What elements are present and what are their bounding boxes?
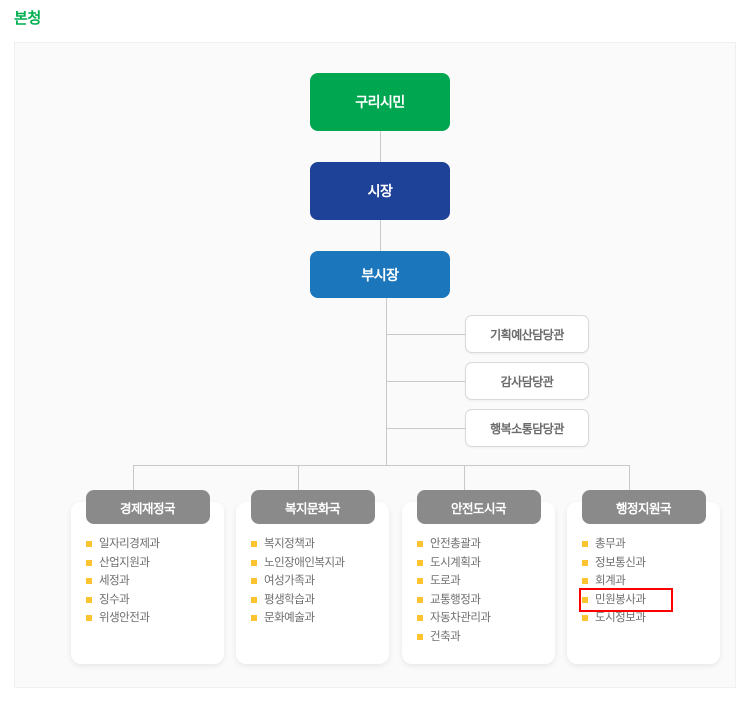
connector-bureau-drop-2 (298, 465, 299, 490)
department-label: 문화예술과 (264, 612, 315, 624)
list-item[interactable]: 도로과 (417, 572, 555, 591)
bullet-icon (251, 615, 257, 621)
page-title: 본청 (14, 10, 42, 27)
bullet-icon (251, 559, 257, 566)
list-item[interactable]: 산업지원과 (86, 554, 224, 573)
list-item[interactable]: 평생학습과 (251, 591, 389, 610)
bullet-icon (417, 541, 423, 547)
department-label: 복지정책과 (264, 538, 315, 550)
node-vice-mayor[interactable]: 부시장 (310, 251, 450, 298)
department-label: 건축과 (430, 630, 461, 643)
connector-bureau-drop-1 (133, 465, 134, 490)
department-label: 교통행정과 (430, 593, 481, 606)
department-label: 도시계획과 (430, 556, 481, 569)
department-list-safety-city: 안전총괄과 도시계획과 도로과 교통행정과 자동차관리과 건축과 (402, 502, 555, 646)
department-label: 자동차관리과 (430, 612, 491, 624)
department-label: 민원봉사과 (595, 593, 646, 606)
connector-bureau-drop-3 (464, 465, 465, 490)
list-item[interactable]: 도시계획과 (417, 554, 555, 573)
department-label: 노인장애인복지과 (264, 556, 345, 569)
bullet-icon (86, 596, 92, 603)
bureau-header-admin-support[interactable]: 행정지원국 (581, 490, 706, 524)
bullet-icon (86, 578, 92, 584)
bullet-icon (251, 578, 257, 584)
bullet-icon (582, 615, 588, 621)
staff-office-planning-budget[interactable]: 기획예산담당관 (465, 315, 589, 353)
department-list-economy-finance: 일자리경제과 산업지원과 세정과 징수과 위생안전과 (71, 502, 224, 628)
node-citizen[interactable]: 구리시민 (310, 73, 450, 131)
bureau-card-admin-support: 행정지원국 총무과 정보통신과 회계과 민원봉사과 도시정보과 (567, 490, 720, 664)
department-label: 위생안전과 (99, 612, 150, 624)
department-label: 산업지원과 (99, 556, 150, 569)
staff-office-audit[interactable]: 감사담당관 (465, 362, 589, 400)
connector-bureau-bus (133, 465, 630, 466)
department-label: 여성가족과 (264, 575, 315, 587)
list-item[interactable]: 안전총괄과 (417, 535, 555, 554)
department-label: 일자리경제과 (99, 538, 160, 550)
department-label: 회계과 (595, 575, 626, 587)
staff-office-happy-communication[interactable]: 행복소통담당관 (465, 409, 589, 447)
bullet-icon (417, 615, 423, 621)
bullet-icon (582, 541, 588, 547)
list-item[interactable]: 총무과 (582, 535, 720, 554)
list-item[interactable]: 복지정책과 (251, 535, 389, 554)
list-item[interactable]: 도시정보과 (582, 609, 720, 628)
department-label: 도로과 (430, 575, 461, 587)
department-list-welfare-culture: 복지정책과 노인장애인복지과 여성가족과 평생학습과 문화예술과 (236, 502, 389, 628)
bullet-icon (417, 633, 423, 640)
list-item[interactable]: 건축과 (417, 628, 555, 647)
bureau-card-safety-city: 안전도시국 안전총괄과 도시계획과 도로과 교통행정과 자동차관리과 건축과 (402, 490, 555, 664)
bullet-icon (86, 615, 92, 621)
department-label: 세정과 (99, 575, 130, 587)
bullet-icon (86, 541, 92, 547)
list-item[interactable]: 정보통신과 (582, 554, 720, 573)
department-label: 총무과 (595, 538, 626, 550)
connector-staff-1 (386, 334, 465, 335)
department-label: 정보통신과 (595, 556, 646, 569)
bullet-icon (582, 578, 588, 584)
bullet-icon (582, 596, 588, 603)
list-item[interactable]: 세정과 (86, 572, 224, 591)
list-item[interactable]: 자동차관리과 (417, 609, 555, 628)
bureau-header-safety-city[interactable]: 안전도시국 (416, 490, 541, 524)
list-item[interactable]: 노인장애인복지과 (251, 554, 389, 573)
list-item[interactable]: 위생안전과 (86, 609, 224, 628)
list-item[interactable]: 회계과 (582, 572, 720, 591)
connector-staff-2 (386, 381, 465, 382)
list-item[interactable]: 교통행정과 (417, 591, 555, 610)
list-item[interactable]: 징수과 (86, 591, 224, 610)
connector-staff-3 (386, 428, 465, 429)
connector-mayor-to-vice-mayor (380, 220, 381, 251)
department-label: 징수과 (99, 593, 130, 606)
bullet-icon (251, 541, 257, 547)
connector-bureau-drop-4 (629, 465, 630, 490)
list-item[interactable]: 여성가족과 (251, 572, 389, 591)
node-mayor[interactable]: 시장 (310, 162, 450, 220)
bullet-icon (417, 596, 423, 603)
department-list-admin-support: 총무과 정보통신과 회계과 민원봉사과 도시정보과 (567, 502, 720, 628)
connector-citizen-to-mayor (380, 131, 381, 162)
bullet-icon (251, 596, 257, 603)
list-item[interactable]: 문화예술과 (251, 609, 389, 628)
list-item[interactable]: 일자리경제과 (86, 535, 224, 554)
department-label: 도시정보과 (595, 612, 646, 624)
department-label: 평생학습과 (264, 593, 315, 606)
bullet-icon (417, 578, 423, 584)
list-item-highlighted[interactable]: 민원봉사과 (579, 587, 673, 612)
department-label: 안전총괄과 (430, 538, 481, 550)
bureau-header-welfare-culture[interactable]: 복지문화국 (250, 490, 375, 524)
bureau-header-economy-finance[interactable]: 경제재정국 (85, 490, 210, 524)
bullet-icon (86, 559, 92, 566)
bureau-card-economy-finance: 경제재정국 일자리경제과 산업지원과 세정과 징수과 위생안전과 (71, 490, 224, 664)
org-chart-panel: 구리시민 시장 부시장 기획예산담당관 감사담당관 행복소통담당관 경제재정국 … (14, 42, 736, 688)
bullet-icon (417, 559, 423, 566)
bullet-icon (582, 559, 588, 566)
bureau-card-welfare-culture: 복지문화국 복지정책과 노인장애인복지과 여성가족과 평생학습과 문화예술과 (236, 490, 389, 664)
